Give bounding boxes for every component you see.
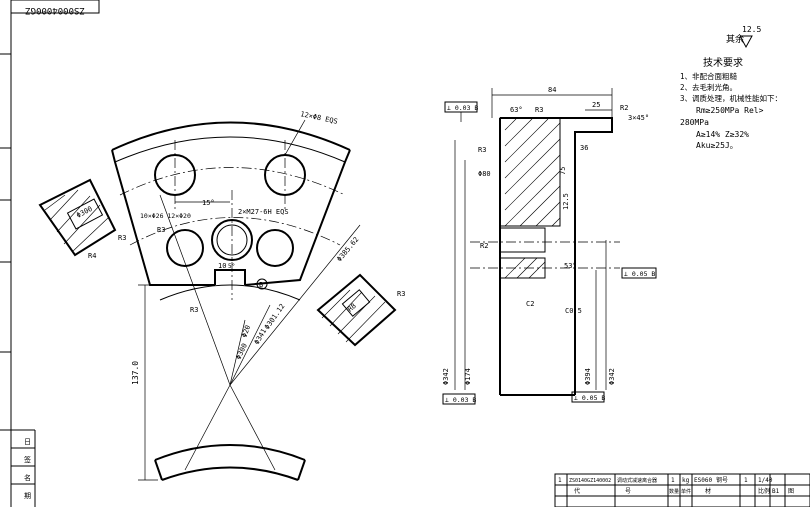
- hole: [256, 229, 294, 267]
- tb-cell: kg: [682, 477, 690, 484]
- roughness-symbol: [739, 35, 753, 49]
- tech-property: A≥14% Z≥32%: [696, 130, 749, 139]
- radius-label: R3: [190, 306, 198, 314]
- tech-item: 3、调质处理，机械性能如下：: [680, 93, 782, 103]
- detail-view-left: Φ300 R3 R4: [38, 178, 126, 260]
- diameter-dim: Φ341: [253, 327, 268, 346]
- diameter-dim: Φ301.12: [263, 302, 286, 331]
- tb-cell: 1: [558, 477, 562, 484]
- drawing-number: ZS0004000GZ: [25, 5, 85, 15]
- tb-cell: 1: [744, 477, 748, 484]
- width-small: 25: [592, 101, 600, 109]
- margin-label: 名: [24, 473, 31, 482]
- tb-cell: 材: [705, 487, 711, 495]
- section-value: R3: [535, 106, 543, 114]
- detail-marker: [256, 278, 268, 290]
- roughness-value: 12.5: [742, 25, 761, 34]
- tech-property: 280MPa: [680, 118, 709, 127]
- tolerance-frame: ⊥ 0.05 B: [621, 267, 657, 279]
- thread-hole: [211, 219, 253, 261]
- bottom-diameter: Φ342: [442, 368, 450, 385]
- chamfer-c2: C2: [526, 300, 534, 308]
- tech-item: 2、去毛刺光角。: [680, 82, 737, 92]
- radius-label: R4: [88, 252, 96, 260]
- detail-view-right: R8 R3: [316, 273, 405, 347]
- width-dim: 10: [218, 262, 226, 270]
- radius-label: R3: [118, 234, 126, 242]
- height-dim: 137.0: [131, 361, 140, 385]
- bottom-diameter: Φ174: [464, 368, 472, 385]
- margin-label: 签: [24, 455, 31, 464]
- svg-text:⊥ 0.05 B: ⊥ 0.05 B: [574, 394, 605, 402]
- margin-label: 期: [24, 492, 31, 500]
- tb-cell: 钢号: [716, 476, 728, 484]
- section-value: R2: [620, 104, 628, 112]
- radius-label: R3: [157, 226, 165, 234]
- angle-top: 63°: [510, 106, 523, 114]
- tolerance-frame: ⊥ 0.03 B: [442, 393, 476, 405]
- bottom-diameter: Φ394: [584, 368, 592, 385]
- detail-value: Φ20: [240, 324, 252, 339]
- width-top: 84: [548, 86, 556, 94]
- chamfer: 3×45°: [628, 114, 649, 122]
- tech-property: Rm≥250MPa Rel>: [696, 106, 764, 115]
- svg-text:⊥ 0.03 B: ⊥ 0.03 B: [445, 396, 476, 404]
- section-value: 12.5: [562, 193, 570, 210]
- tech-item: 1、非配合面粗糙: [680, 71, 738, 81]
- title-block: 1 ZS0140GZ140002 调动式减速离合器 1 kg ES060 钢号 …: [554, 473, 810, 508]
- bottom-arc: [154, 444, 306, 461]
- tech-property: Aku≥25J。: [696, 141, 738, 150]
- tb-cell: 1: [671, 477, 675, 484]
- outer-arc: [111, 121, 351, 151]
- tb-cell: B1: [772, 488, 780, 495]
- tb-cell: 号: [625, 488, 631, 495]
- angle-dim: 15°: [202, 199, 215, 207]
- front-view: 137.0 12×Φ8 EQS 2×M27-6H EQS 10×Φ26 12×Φ…: [111, 110, 361, 481]
- section-value: R3: [478, 146, 486, 154]
- tb-cell: 调动式减速离合器: [617, 477, 657, 484]
- holes-note: 12×Φ8 EQS: [300, 110, 339, 126]
- tb-cell: 数量: [669, 488, 679, 495]
- tech-title: 技术要求: [703, 56, 743, 69]
- detail-label: B: [259, 281, 263, 289]
- margin-label: 日: [24, 438, 31, 446]
- tb-cell: 代: [574, 487, 580, 495]
- section-value: Φ80: [478, 170, 491, 178]
- tolerance-frame: ⊥ 0.03 B: [444, 101, 478, 122]
- section-view: 84 25 3×45° 63° R3 R2 53° R3 Φ80 R2 75 1…: [442, 86, 657, 405]
- drawing-number-box: [10, 0, 100, 14]
- section-value: 36: [580, 144, 588, 152]
- tech-requirements: 技术要求 1、非配合面粗糙 2、去毛刺光角。 3、调质处理，机械性能如下： Rm…: [680, 56, 782, 150]
- tolerance-frame: ⊥ 0.05 B: [571, 391, 605, 403]
- tb-cell: 1/40: [758, 477, 773, 484]
- svg-text:⊥ 0.03 B: ⊥ 0.03 B: [447, 104, 478, 112]
- tb-cell: ES060: [694, 477, 712, 484]
- roughness-label: 其余: [726, 33, 744, 45]
- hole: [166, 229, 204, 267]
- angle-mid: 53°: [564, 262, 577, 270]
- radius-label: R3: [397, 290, 405, 298]
- svg-text:⊥ 0.05 B: ⊥ 0.05 B: [624, 270, 655, 278]
- section-value: 75: [559, 167, 567, 175]
- thread-note: 2×M27-6H EQS: [238, 208, 289, 216]
- tb-cell: ZS0140GZ140002: [569, 478, 611, 484]
- surface-roughness: 其余 12.5: [726, 25, 761, 49]
- section-value: R2: [480, 242, 488, 250]
- angle-dim-2: 5°: [228, 263, 235, 270]
- pin-note: 10×Φ26 12×Φ20: [140, 212, 191, 220]
- detail-dim: R8: [346, 302, 358, 314]
- bottom-diameter: Φ342: [608, 368, 616, 385]
- chamfer-c05: C0.5: [565, 307, 582, 315]
- tb-cell: 图: [788, 488, 794, 495]
- tb-cell: 比例: [758, 487, 770, 495]
- tb-cell: 单件: [681, 488, 691, 495]
